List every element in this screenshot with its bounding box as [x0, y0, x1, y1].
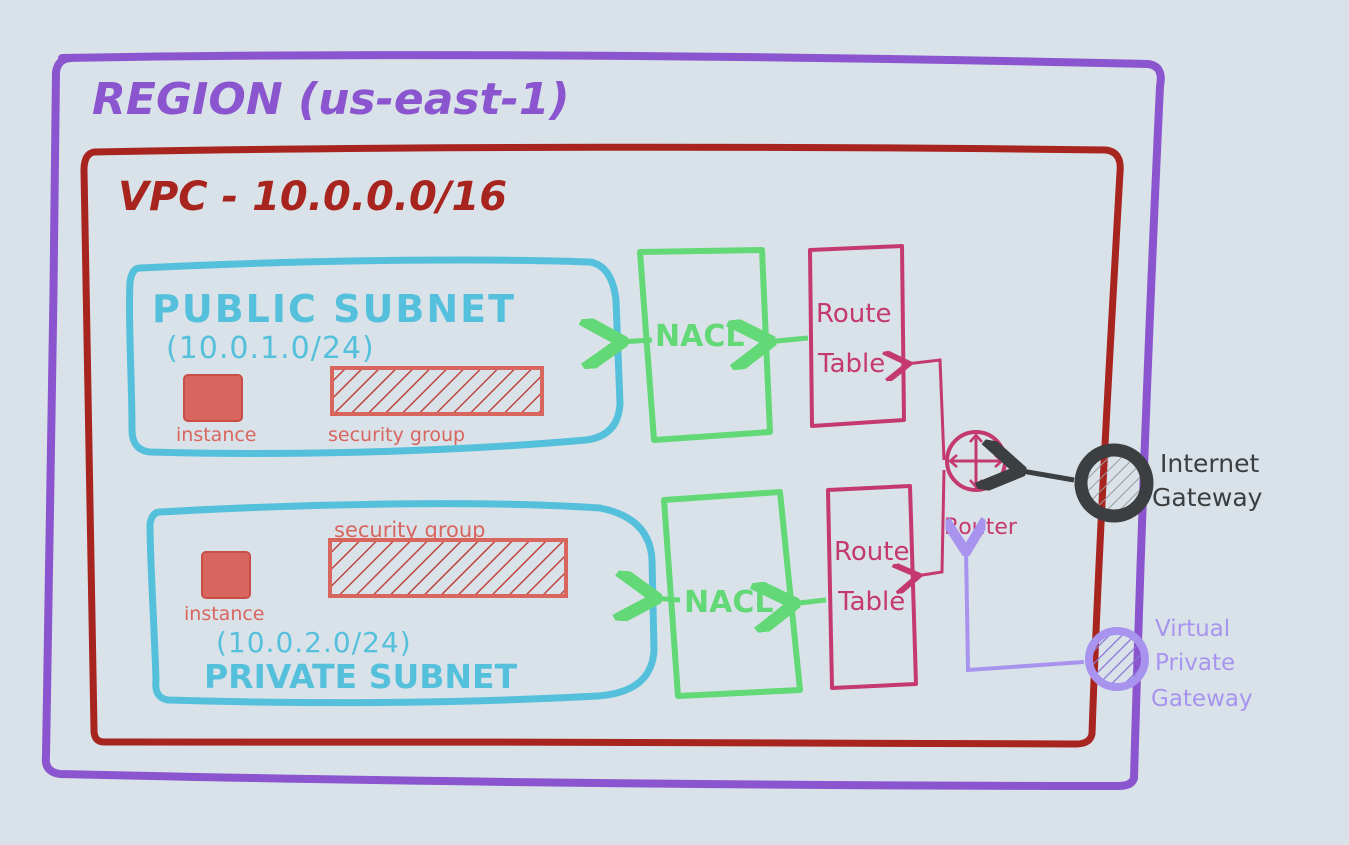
nacl-label: NACL — [655, 319, 744, 354]
vpg-label-line2: Private — [1155, 650, 1235, 676]
arrow-router-to-route-table-private — [916, 469, 946, 576]
vpc-label: VPC - 10.0.0.0/16 — [118, 174, 507, 220]
route-table-private: Route Table — [790, 484, 918, 690]
public-subnet: PUBLIC SUBNET (10.0.1.0/24) instance sec… — [125, 256, 624, 457]
vpg-icon — [1085, 627, 1149, 691]
private-subnet-cidr: (10.0.2.0/24) — [216, 626, 412, 659]
internet-gateway-label-line1: Internet — [1160, 449, 1259, 478]
route-table-label-line2: Table — [837, 587, 905, 617]
vpg-label-line1: Virtual — [1155, 616, 1230, 642]
internet-gateway: Internet Gateway — [1016, 443, 1263, 523]
arrow-route-table-to-nacl — [790, 600, 827, 604]
route-table-label-line1: Route — [834, 537, 909, 567]
route-table-label-line2: Table — [817, 349, 885, 379]
internet-gateway-icon — [1074, 443, 1154, 523]
arrow-route-table-to-nacl — [766, 338, 809, 342]
internet-gateway-label-line2: Gateway — [1152, 483, 1263, 512]
public-subnet-cidr: (10.0.1.0/24) — [166, 331, 375, 366]
arrow-router-to-route-table-public — [906, 360, 946, 461]
security-group-icon — [330, 366, 544, 416]
virtual-private-gateway: Virtual Private Gateway — [966, 548, 1253, 712]
instance-icon — [201, 551, 251, 599]
public-subnet-title: PUBLIC SUBNET — [152, 287, 516, 331]
region-label: REGION (us-east-1) — [92, 74, 570, 125]
arrow-nacl-to-public-subnet — [618, 340, 653, 342]
nacl-private: NACL — [652, 489, 803, 699]
instance-label: instance — [184, 603, 265, 625]
router: Router — [906, 360, 1018, 576]
arrow-vpg-to-router — [966, 548, 1085, 673]
arrow-nacl-to-private-subnet — [652, 598, 681, 600]
region-box: REGION (us-east-1) — [41, 51, 1165, 790]
instance-icon — [183, 374, 243, 422]
security-group-label: security group — [328, 424, 465, 446]
arrow-igw-to-router — [1016, 470, 1075, 480]
private-subnet: instance security group (10.0.2.0/24) PR… — [146, 500, 658, 707]
route-table-public: Route Table — [766, 244, 906, 428]
private-subnet-title: PRIVATE SUBNET — [204, 657, 518, 696]
vpc-box: VPC - 10.0.0.0/16 — [80, 143, 1124, 748]
instance-label: instance — [176, 424, 257, 446]
route-table-label-line1: Route — [816, 299, 891, 329]
nacl-public: NACL — [618, 247, 773, 443]
vpg-label-line3: Gateway — [1151, 686, 1253, 712]
security-group-icon — [328, 538, 568, 598]
router-label: Router — [944, 515, 1018, 540]
nacl-label: NACL — [684, 585, 773, 620]
